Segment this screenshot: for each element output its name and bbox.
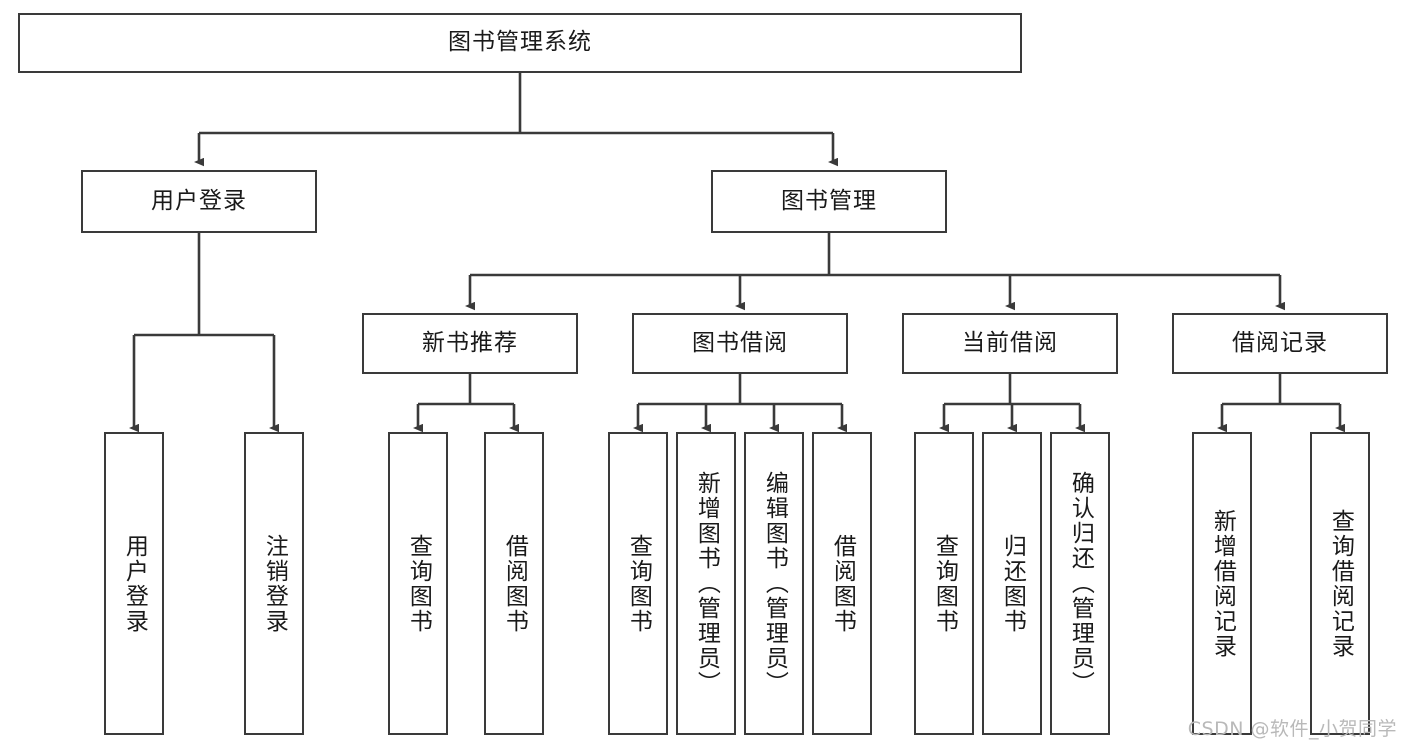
node-label: 新书推荐 — [422, 329, 518, 356]
node-current-borrow[interactable]: 当前借阅 — [902, 313, 1118, 374]
node-book-borrow[interactable]: 图书借阅 — [632, 313, 848, 374]
node-leaf-user-login[interactable]: 用户登录 — [104, 432, 164, 735]
node-label: 注销登录 — [261, 533, 288, 634]
node-label: 图书管理系统 — [448, 29, 592, 56]
node-root-book-management-system[interactable]: 图书管理系统 — [18, 13, 1022, 73]
node-label: 图书借阅 — [692, 329, 788, 356]
node-leaf-confirm-return-admin[interactable]: 确认归还（管理员） — [1050, 432, 1110, 735]
node-label: 借阅图书 — [501, 533, 528, 634]
node-label: 图书管理 — [781, 187, 877, 214]
node-label: 借阅记录 — [1232, 329, 1328, 356]
node-label: 归还图书 — [999, 533, 1026, 634]
node-borrow-record[interactable]: 借阅记录 — [1172, 313, 1388, 374]
node-label: 用户登录 — [151, 187, 247, 214]
node-label: 当前借阅 — [962, 329, 1058, 356]
node-leaf-query-book-current[interactable]: 查询图书 — [914, 432, 974, 735]
node-new-book-recommend[interactable]: 新书推荐 — [362, 313, 578, 374]
node-label: 查询图书 — [405, 533, 432, 634]
node-leaf-add-borrow-record[interactable]: 新增借阅记录 — [1192, 432, 1252, 735]
node-user-login[interactable]: 用户登录 — [81, 170, 317, 233]
node-label: 查询图书 — [931, 533, 958, 634]
node-label: 借阅图书 — [829, 533, 856, 634]
node-label: 新增借阅记录 — [1209, 508, 1236, 659]
node-book-management[interactable]: 图书管理 — [711, 170, 947, 233]
watermark-text: CSDN @软件_小贺同学 — [1187, 718, 1397, 740]
node-leaf-query-book-recommend[interactable]: 查询图书 — [388, 432, 448, 735]
node-leaf-borrow-book-recommend[interactable]: 借阅图书 — [484, 432, 544, 735]
node-leaf-query-book-borrow[interactable]: 查询图书 — [608, 432, 668, 735]
node-label: 查询图书 — [625, 533, 652, 634]
node-leaf-query-borrow-record[interactable]: 查询借阅记录 — [1310, 432, 1370, 735]
node-leaf-add-book-admin[interactable]: 新增图书（管理员） — [676, 432, 736, 735]
node-leaf-borrow-book[interactable]: 借阅图书 — [812, 432, 872, 735]
node-leaf-logout[interactable]: 注销登录 — [244, 432, 304, 735]
node-leaf-return-book[interactable]: 归还图书 — [982, 432, 1042, 735]
node-label: 新增图书（管理员） — [693, 471, 720, 696]
node-label: 查询借阅记录 — [1327, 508, 1354, 659]
node-label: 用户登录 — [121, 533, 148, 634]
node-label: 确认归还（管理员） — [1067, 471, 1094, 696]
node-leaf-edit-book-admin[interactable]: 编辑图书（管理员） — [744, 432, 804, 735]
node-label: 编辑图书（管理员） — [761, 471, 788, 696]
